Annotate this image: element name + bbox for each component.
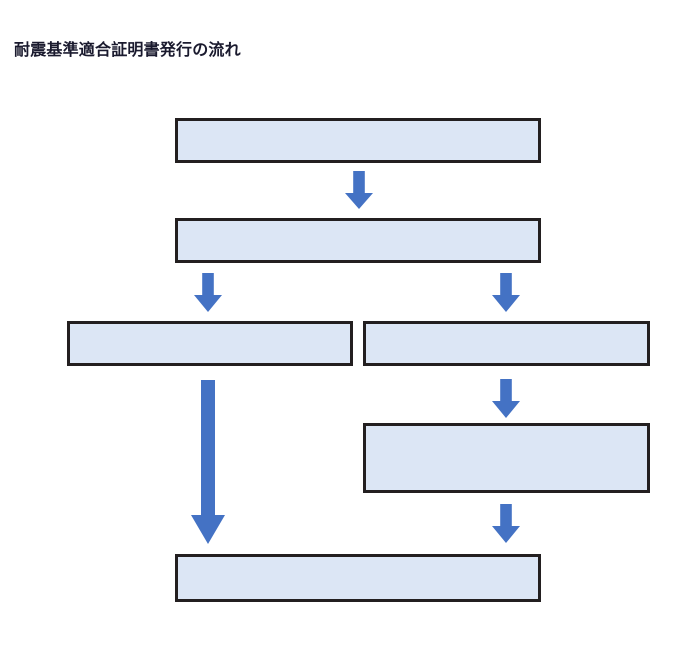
arrow-down-icon-4-long [191, 380, 225, 544]
flow-node-3-left[interactable] [67, 321, 353, 366]
flow-node-3-right[interactable] [363, 321, 650, 366]
arrow-down-icon-2 [194, 273, 222, 312]
page-title: 耐震基準適合証明書発行の流れ [14, 42, 241, 59]
arrow-down-icon-3 [492, 273, 520, 312]
flow-node-1[interactable] [175, 118, 541, 163]
flow-node-2[interactable] [175, 218, 541, 263]
arrow-down-icon-6 [492, 504, 520, 543]
flow-node-4-right[interactable] [363, 423, 650, 493]
arrow-down-icon-1 [345, 171, 373, 209]
arrow-down-icon-5 [492, 379, 520, 418]
flow-node-5[interactable] [175, 554, 541, 602]
